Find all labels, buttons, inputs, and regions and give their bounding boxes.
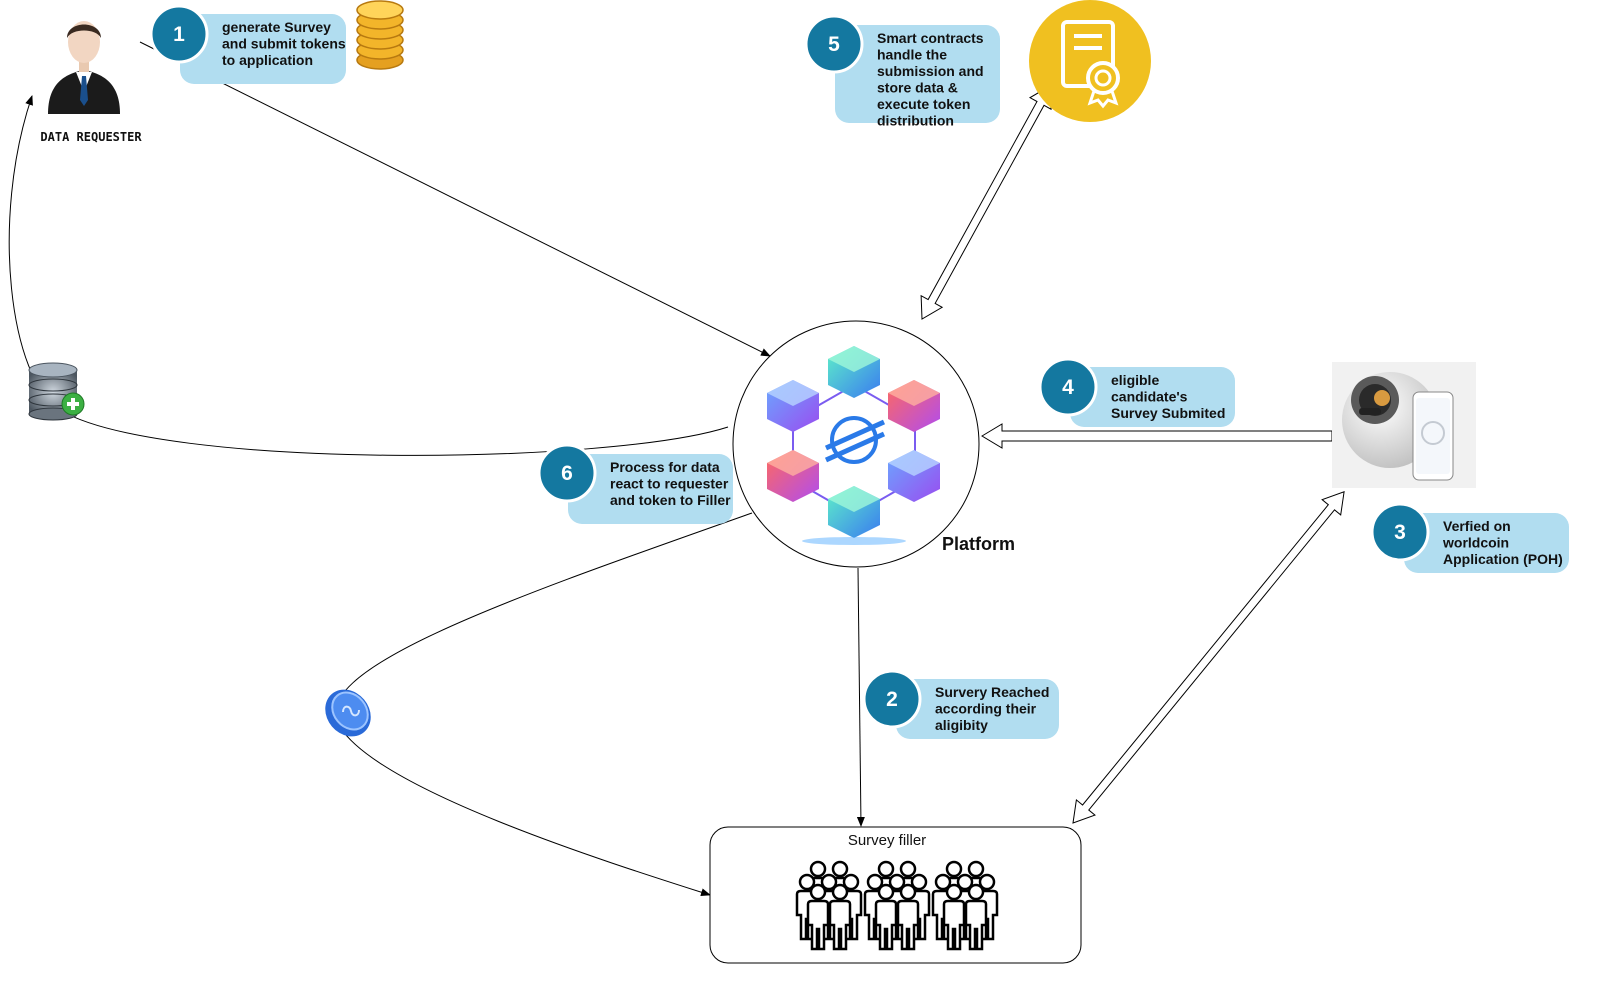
step-5-text-line: store data & bbox=[877, 80, 958, 96]
step-5-number: 5 bbox=[828, 33, 840, 56]
step-4-number: 4 bbox=[1062, 376, 1074, 399]
coin-stack-icon bbox=[356, 0, 404, 70]
step-2-number: 2 bbox=[886, 688, 898, 711]
database-add-icon bbox=[28, 362, 85, 421]
step-2-text-line: according their bbox=[935, 701, 1037, 717]
blockchain-hexagon-icon bbox=[767, 346, 940, 545]
step-3-text-line: Application (POH) bbox=[1443, 551, 1563, 567]
step-2-badge bbox=[862, 669, 922, 729]
arrow-requester-to-platform bbox=[139, 41, 771, 357]
polygon-token-icon bbox=[325, 689, 371, 737]
arrow-platform-to-filler bbox=[856, 567, 865, 827]
survey-filler-label: Survey filler bbox=[848, 832, 926, 849]
step-3-box bbox=[1404, 513, 1569, 573]
step-5-text-line: handle the bbox=[877, 47, 947, 63]
data-requester: DATA REQUESTER bbox=[40, 21, 142, 144]
block-arrow-orb-to-platform bbox=[981, 423, 1333, 449]
step-3-badge bbox=[1370, 502, 1430, 562]
step-1-text-line: generate Survey bbox=[222, 19, 331, 35]
step-1-box bbox=[180, 14, 346, 84]
step-6-text-line: Process for data bbox=[610, 459, 720, 475]
step-4-text-line: Survey Submited bbox=[1111, 405, 1225, 421]
step-6-text-line: and token to Filler bbox=[610, 492, 731, 508]
step-5-box bbox=[835, 25, 1000, 123]
arrow-token-to-filler bbox=[334, 512, 753, 897]
survey-filler-box[interactable]: Survey filler bbox=[709, 826, 1082, 964]
person-icon bbox=[942, 883, 966, 951]
person-icon bbox=[828, 883, 852, 951]
step-1-text-line: and submit tokens bbox=[222, 36, 346, 52]
businessman-icon bbox=[48, 21, 120, 114]
person-icon bbox=[964, 883, 988, 951]
step-6-text-line: react to requester bbox=[610, 476, 729, 492]
step-5-text-line: submission and bbox=[877, 63, 984, 79]
step-5-text-line: distribution bbox=[877, 113, 954, 129]
arrow-platform-to-requester bbox=[8, 95, 729, 456]
step-2-box bbox=[896, 679, 1059, 739]
people-group-icon bbox=[795, 860, 999, 951]
step-5-badge bbox=[804, 14, 864, 74]
step-1-number: 1 bbox=[173, 23, 185, 46]
step-6-number: 6 bbox=[561, 462, 573, 485]
certificate-icon bbox=[1029, 0, 1151, 122]
person-icon bbox=[874, 883, 898, 951]
step-3-text-line: Verfied on bbox=[1443, 518, 1511, 534]
step-1-text-line: to application bbox=[222, 52, 313, 68]
requester-label: DATA REQUESTER bbox=[40, 130, 142, 144]
step-1-badge bbox=[149, 4, 209, 64]
platform-node[interactable]: Platform bbox=[732, 320, 1015, 568]
platform-label: Platform bbox=[942, 534, 1015, 554]
step-4-text-line: candidate's bbox=[1111, 389, 1188, 405]
step-5-text-line: Smart contracts bbox=[877, 30, 984, 46]
step-3-text-line: worldcoin bbox=[1442, 535, 1509, 551]
step-6-badge bbox=[537, 443, 597, 503]
step-3-number: 3 bbox=[1394, 521, 1406, 544]
person-icon bbox=[896, 883, 920, 951]
step-2-text-line: aligibity bbox=[935, 717, 988, 733]
worldcoin-orb-icon bbox=[1332, 362, 1476, 488]
person-icon bbox=[806, 883, 830, 951]
step-5-text-line: execute token bbox=[877, 96, 970, 112]
step-6-box bbox=[568, 454, 733, 524]
step-4-box bbox=[1070, 367, 1235, 427]
step-2-text-line: Survery Reached bbox=[935, 684, 1049, 700]
step-4-text-line: eligible bbox=[1111, 372, 1159, 388]
stellar-logo-icon bbox=[824, 416, 886, 464]
double-arrow-filler-orb bbox=[1072, 491, 1345, 824]
step-4-badge bbox=[1038, 357, 1098, 417]
